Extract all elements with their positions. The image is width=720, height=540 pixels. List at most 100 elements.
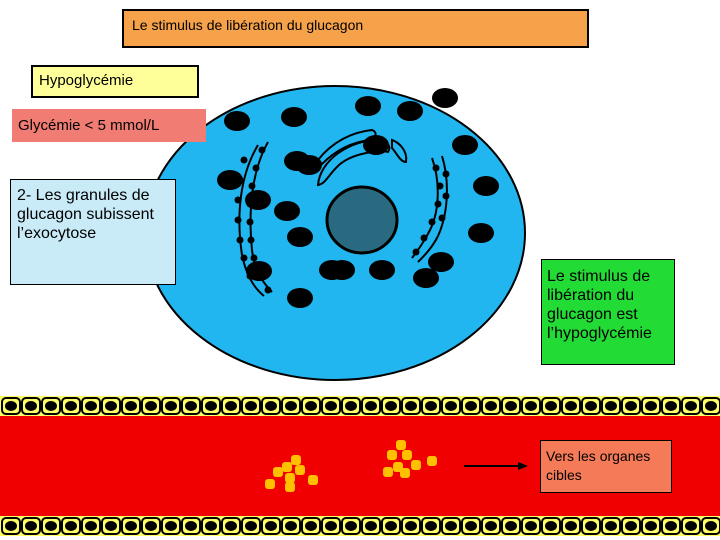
title-box: Le stimulus de libération du glucagon <box>122 9 589 48</box>
endothelial-nucleus <box>345 401 357 411</box>
exocytosis-step-box: 2- Les granules de glucagon subissent l’… <box>10 179 176 285</box>
ribosome <box>234 216 242 224</box>
stimulus-result-text: Le stimulus de libération du glucagon es… <box>547 268 652 342</box>
ribosome <box>240 156 248 164</box>
endothelial-nucleus <box>225 401 237 411</box>
granule <box>432 88 458 108</box>
ribosome <box>434 200 442 208</box>
endothelial-nucleus <box>265 521 277 531</box>
ribosome <box>246 218 254 226</box>
ribosome <box>432 164 440 172</box>
ribosome <box>236 236 244 244</box>
granule <box>217 170 243 190</box>
endothelial-nucleus <box>305 401 317 411</box>
endothelial-nucleus <box>125 521 137 531</box>
released-granule <box>383 467 393 477</box>
endothelial-nucleus <box>25 401 37 411</box>
ribosome <box>428 218 436 226</box>
endothelial-nucleus <box>105 401 117 411</box>
granule <box>369 260 395 280</box>
endothelial-nucleus <box>65 521 77 531</box>
endothelial-nucleus <box>385 401 397 411</box>
endothelial-nucleus <box>565 401 577 411</box>
endothelial-nucleus <box>645 401 657 411</box>
endothelial-nucleus <box>625 521 637 531</box>
granule <box>287 288 313 308</box>
endothelial-nucleus <box>185 401 197 411</box>
endothelial-nucleus <box>85 521 97 531</box>
glucagon-granules-in-blood <box>265 440 437 492</box>
ribosome <box>442 170 450 178</box>
glycemia-box: Glycémie < 5 mmol/L <box>12 109 206 142</box>
ribosome <box>252 164 260 172</box>
granule <box>363 135 389 155</box>
endothelial-nucleus <box>425 401 437 411</box>
endothelial-nucleus <box>45 521 57 531</box>
endothelial-nucleus <box>705 401 717 411</box>
endothelial-nucleus <box>525 401 537 411</box>
title-text: Le stimulus de libération du glucagon <box>132 17 364 33</box>
ribosome <box>438 214 446 222</box>
endothelial-nucleus <box>205 401 217 411</box>
released-granule <box>308 475 318 485</box>
released-granule <box>282 462 292 472</box>
endothelial-nucleus <box>285 401 297 411</box>
released-granule <box>427 456 437 466</box>
ribosome <box>436 182 444 190</box>
ribosome <box>258 146 266 154</box>
endothelial-nucleus <box>145 401 157 411</box>
endothelial-nucleus <box>325 521 337 531</box>
ribosome <box>412 248 420 256</box>
granule <box>296 155 322 175</box>
endothelial-nucleus <box>45 401 57 411</box>
endothelial-nucleus <box>585 521 597 531</box>
endothelial-nucleus <box>545 521 557 531</box>
stimulus-result-box: Le stimulus de libération du glucagon es… <box>541 259 675 365</box>
ribosome <box>442 192 450 200</box>
released-granule <box>396 440 406 450</box>
endothelial-nucleus <box>445 401 457 411</box>
granule <box>468 223 494 243</box>
granule <box>452 135 478 155</box>
endothelial-nucleus <box>365 521 377 531</box>
endothelial-nucleus <box>5 401 17 411</box>
endothelial-nucleus <box>65 401 77 411</box>
endothelial-nucleus <box>245 401 257 411</box>
endothelial-nucleus <box>445 521 457 531</box>
granule <box>428 252 454 272</box>
endothelial-nucleus <box>405 521 417 531</box>
endothelial-nucleus <box>565 521 577 531</box>
ribosome <box>250 254 258 262</box>
granule <box>246 261 272 281</box>
endothelial-nucleus <box>705 521 717 531</box>
granule <box>287 227 313 247</box>
endothelial-nucleus <box>465 401 477 411</box>
target-organs-box: Vers les organes cibles <box>540 440 672 493</box>
granule <box>281 107 307 127</box>
endothelial-nucleus <box>685 521 697 531</box>
endothelial-nucleus <box>245 521 257 531</box>
released-granule <box>295 465 305 475</box>
endothelial-nucleus <box>165 521 177 531</box>
glucagon-granules-in-cell <box>217 88 499 308</box>
glycemia-text: Glycémie < 5 mmol/L <box>18 117 160 134</box>
released-granule <box>265 479 275 489</box>
endothelial-nucleus <box>265 401 277 411</box>
hypoglycemia-box: Hypoglycémie <box>31 65 199 98</box>
endothelial-nucleus <box>105 521 117 531</box>
endothelial-nucleus <box>185 521 197 531</box>
endothelial-nucleus <box>5 521 17 531</box>
endothelial-nucleus <box>525 521 537 531</box>
target-organs-text: Vers les organes cibles <box>546 448 651 483</box>
endothelial-nucleus <box>645 521 657 531</box>
endothelial-nucleus <box>685 401 697 411</box>
endothelial-nucleus <box>365 401 377 411</box>
vessel-wall-top <box>0 396 720 416</box>
hypoglycemia-text: Hypoglycémie <box>39 72 134 89</box>
endothelial-nucleus <box>625 401 637 411</box>
endothelial-nucleus <box>665 401 677 411</box>
endothelial-nucleus <box>605 401 617 411</box>
endothelial-nucleus <box>165 401 177 411</box>
ribosome <box>420 234 428 242</box>
